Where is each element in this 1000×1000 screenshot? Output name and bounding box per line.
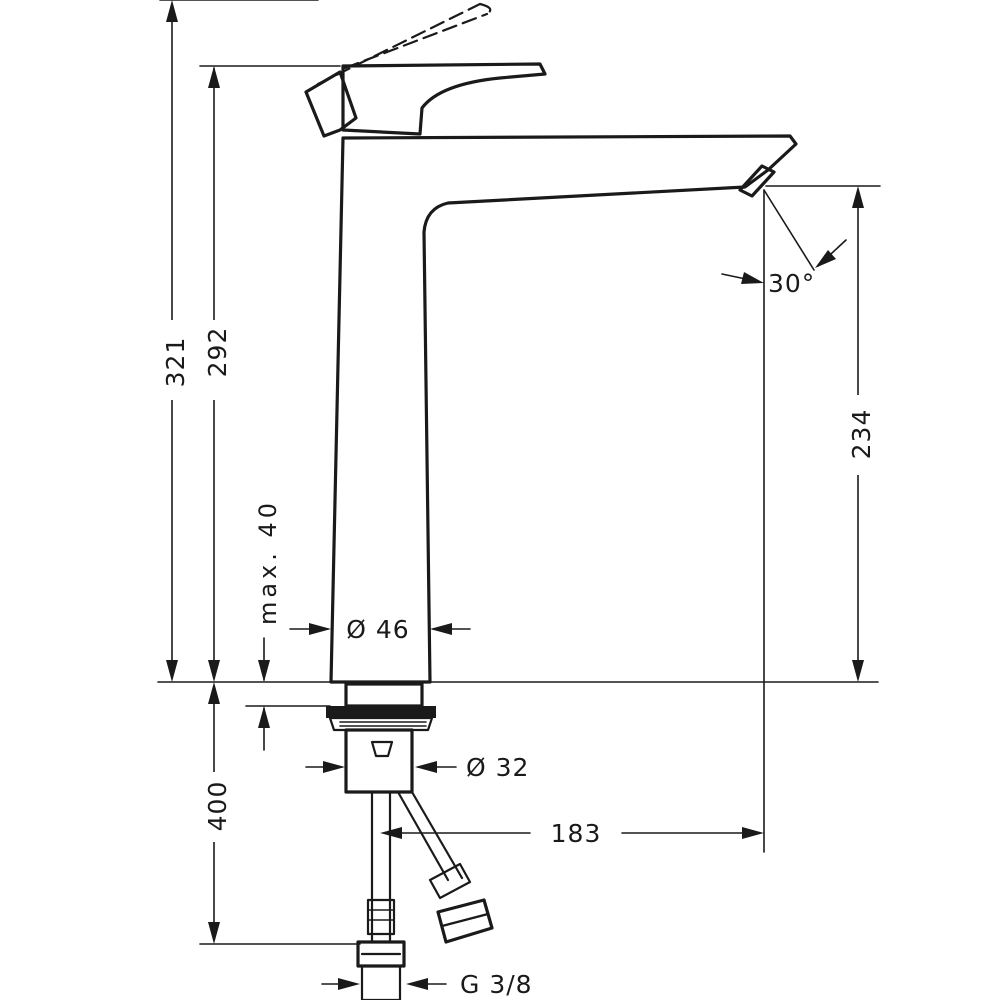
dimension-shank-diameter: Ø 32: [305, 753, 529, 782]
dimension-total-height: 321: [160, 0, 190, 682]
spout-top-height-label: 292: [203, 327, 232, 378]
dimension-connection-thread: G 3/8: [321, 970, 533, 999]
max-deck-label: max. 40: [254, 499, 282, 625]
dimension-max-deck: max. 40: [254, 499, 282, 751]
spout-reach-label: 183: [551, 819, 602, 848]
dimension-hose-length: 400: [202, 682, 232, 944]
hose-length-label: 400: [203, 781, 232, 832]
dimension-spray-angle: 30°: [721, 189, 847, 298]
dimension-body-diameter: Ø 46: [289, 615, 471, 644]
spray-angle-label: 30°: [768, 269, 815, 298]
faucet-body: [329, 134, 798, 684]
mounting-shank: [326, 682, 436, 794]
spout-outlet-height-label: 234: [847, 409, 876, 460]
supply-hoses: [356, 790, 494, 1000]
lever-handle: [304, 2, 547, 138]
extension-lines: [157, 0, 881, 945]
shank-diameter-label: Ø 32: [466, 753, 529, 782]
body-diameter-label: Ø 46: [346, 615, 409, 644]
dimension-spout-reach: 183: [380, 819, 764, 848]
connection-thread-label: G 3/8: [460, 970, 533, 999]
total-height-label: 321: [161, 337, 190, 388]
dimension-spout-top-height: 292: [202, 66, 232, 682]
dimension-spout-outlet-height: 234: [846, 186, 876, 682]
